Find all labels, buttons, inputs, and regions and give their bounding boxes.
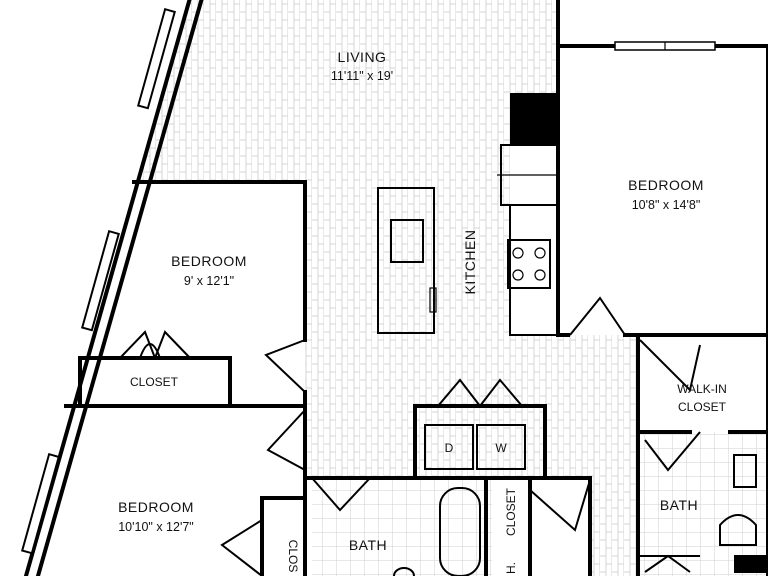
- bath-center-walls: [303, 476, 592, 576]
- living-floor: [138, 0, 638, 576]
- bedroom-bottom-label: BEDROOM: [118, 499, 194, 515]
- linen-label: H.: [504, 562, 518, 574]
- bedroom-mid-label: BEDROOM: [171, 253, 247, 269]
- bedroom-mid-dims: 9' x 12'1": [184, 274, 234, 288]
- walkin-walls: [569, 296, 768, 576]
- exterior-wall: [20, 0, 204, 576]
- bedroom-mid-walls: [64, 180, 307, 478]
- dryer: [424, 424, 474, 470]
- closet-mid-label: CLOSET: [130, 375, 179, 389]
- bedroom-bottom-dims: 10'10" x 12'7": [118, 520, 194, 534]
- closet-center-label: CLOSET: [504, 487, 518, 536]
- bath-center-floor: [312, 478, 492, 576]
- bathtub: [439, 487, 481, 576]
- toilet: [719, 514, 757, 546]
- bedroom-right-dims: 10'8" x 14'8": [632, 198, 701, 212]
- cooktop: [507, 239, 551, 289]
- sink: [390, 219, 424, 263]
- closet-bottom-label: CLOS: [286, 540, 300, 573]
- bath-right-label: BATH: [660, 497, 698, 513]
- washer-label: W: [495, 441, 507, 455]
- washer: [476, 424, 526, 470]
- vanity-sink: [733, 454, 757, 488]
- bedroom-right-label: BEDROOM: [628, 177, 704, 193]
- kitchen-island: [377, 187, 437, 334]
- bath-center-label: BATH: [349, 537, 387, 553]
- kitchen-label: KITCHEN: [462, 230, 478, 295]
- bedroom-right-exterior: [556, 0, 768, 51]
- dryer-label: D: [445, 441, 454, 455]
- living-label: LIVING: [338, 49, 387, 65]
- laundry-closet: [413, 378, 547, 478]
- living-dims: 11'11" x 19': [331, 69, 393, 83]
- walkin-label-2: CLOSET: [678, 400, 727, 414]
- walkin-label-1: WALK-IN: [677, 382, 727, 396]
- shower: [734, 555, 768, 573]
- refrigerator: [510, 93, 558, 145]
- kitchen-counter: [497, 93, 559, 336]
- bedroom-bottom-walls: [220, 404, 307, 576]
